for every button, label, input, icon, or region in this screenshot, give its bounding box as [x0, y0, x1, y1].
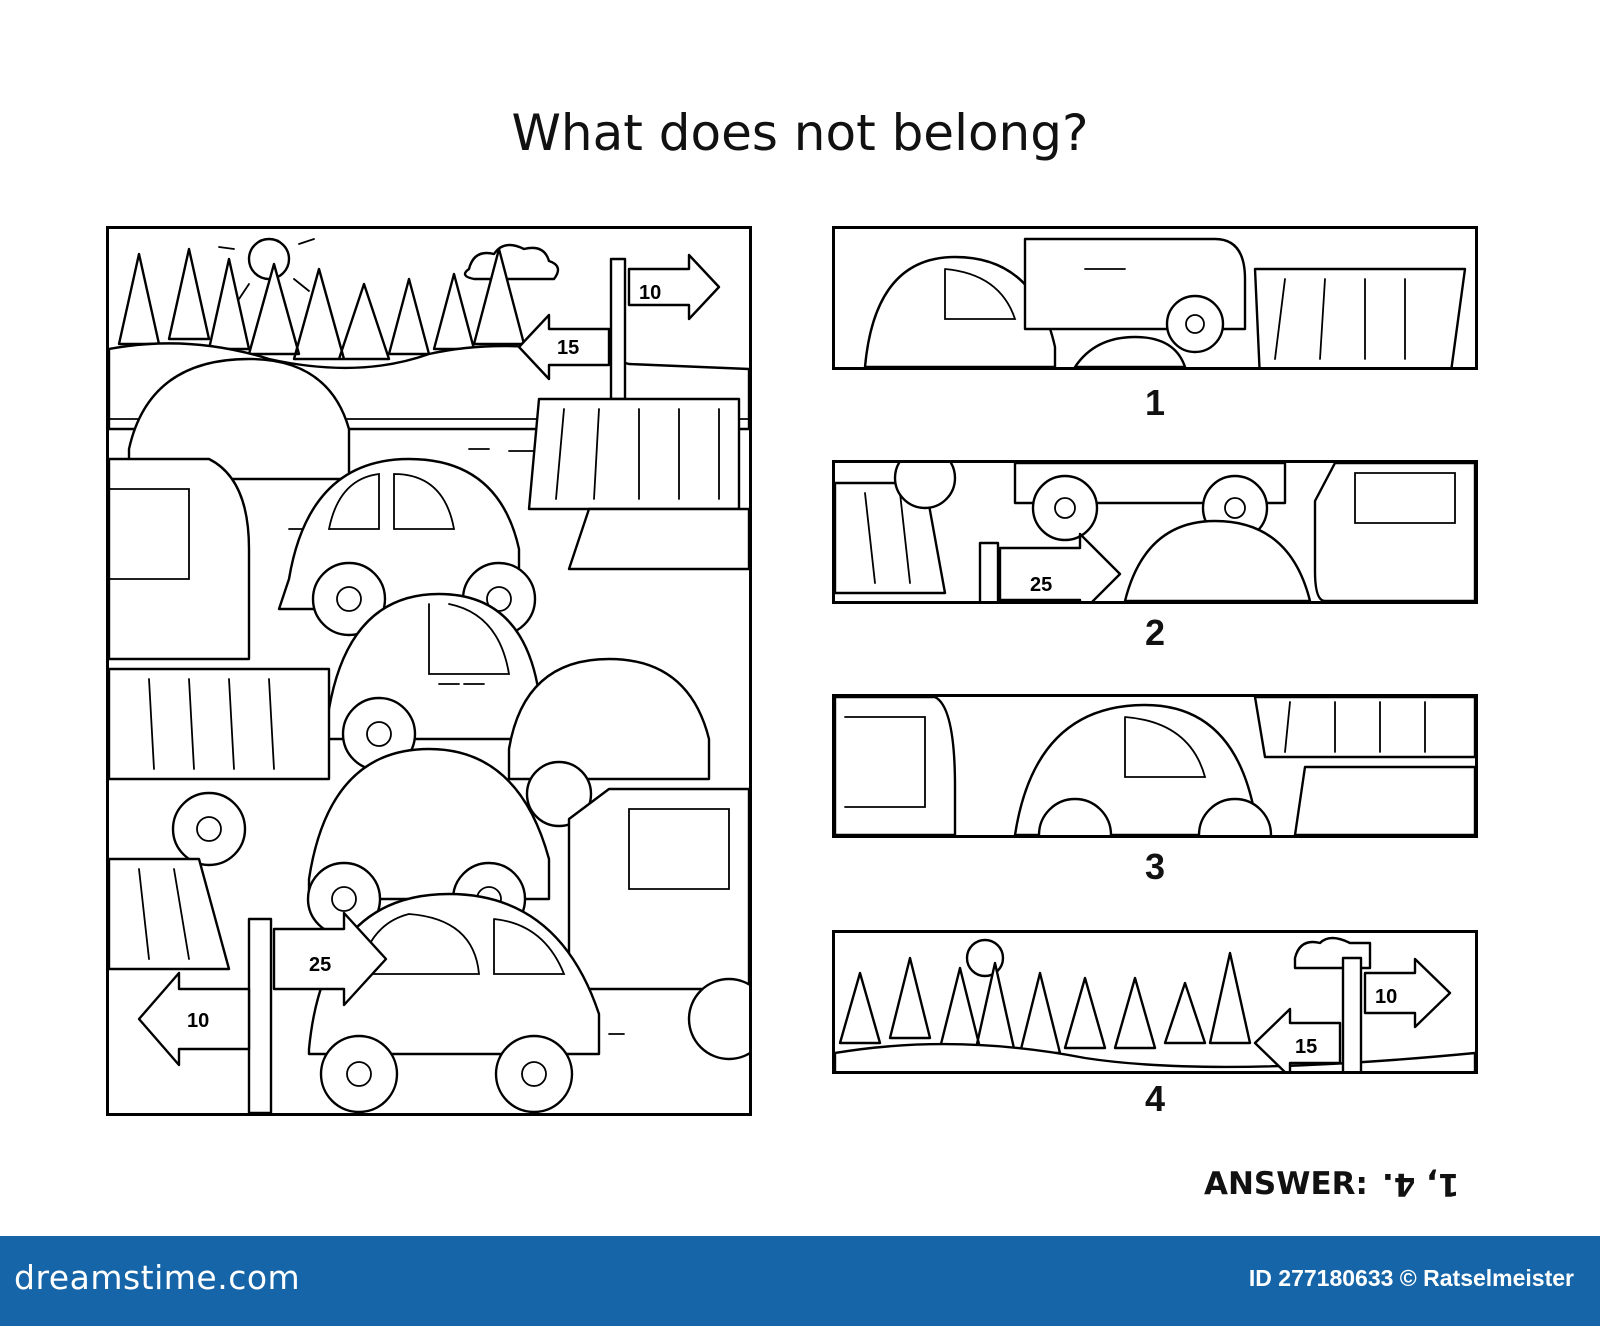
- svg-text:10: 10: [187, 1010, 209, 1032]
- footer-bar: dreamstime.com ID 277180633 © Ratselmeis…: [0, 1236, 1600, 1326]
- answer-line: ANSWER: 1, 4.: [1204, 1166, 1459, 1202]
- car: [306, 747, 551, 937]
- strip-3-number: 3: [1144, 846, 1166, 887]
- svg-text:10: 10: [639, 282, 661, 304]
- svg-text:15: 15: [557, 337, 579, 359]
- jeep: [567, 787, 749, 1061]
- traffic-scene-picture: 10 15: [106, 226, 752, 1116]
- dump-truck: [109, 667, 331, 867]
- image-id-credit: ID 277180633 © Ratselmeister: [1248, 1265, 1574, 1291]
- puzzle-title: What does not belong?: [511, 104, 1089, 162]
- svg-text:10: 10: [1375, 986, 1397, 1008]
- strip-4-number: 4: [1144, 1078, 1166, 1119]
- strip-4-picture[interactable]: 10 15: [832, 930, 1478, 1074]
- strip-1-number: 1: [1144, 382, 1166, 423]
- car: [507, 657, 711, 828]
- svg-text:15: 15: [1295, 1036, 1317, 1058]
- strip-1-picture[interactable]: [832, 226, 1478, 370]
- svg-text:25: 25: [1030, 574, 1052, 596]
- dump-truck: [109, 857, 231, 971]
- sun-icon: [218, 237, 315, 300]
- forest-row: [117, 247, 526, 361]
- truck-cab: [109, 457, 251, 661]
- strip-2-number: 2: [1144, 612, 1166, 653]
- svg-text:25: 25: [309, 954, 331, 976]
- answer-label: ANSWER:: [1204, 1166, 1368, 1202]
- direction-sign-bottom: 25 10: [137, 911, 388, 1113]
- dreamstime-logo[interactable]: dreamstime.com: [14, 1258, 301, 1297]
- dump-truck: [527, 397, 749, 571]
- strip-2-picture[interactable]: 25: [832, 460, 1478, 604]
- answer-value-upside-down: 1, 4.: [1381, 1166, 1460, 1202]
- strip-3-picture[interactable]: [832, 694, 1478, 838]
